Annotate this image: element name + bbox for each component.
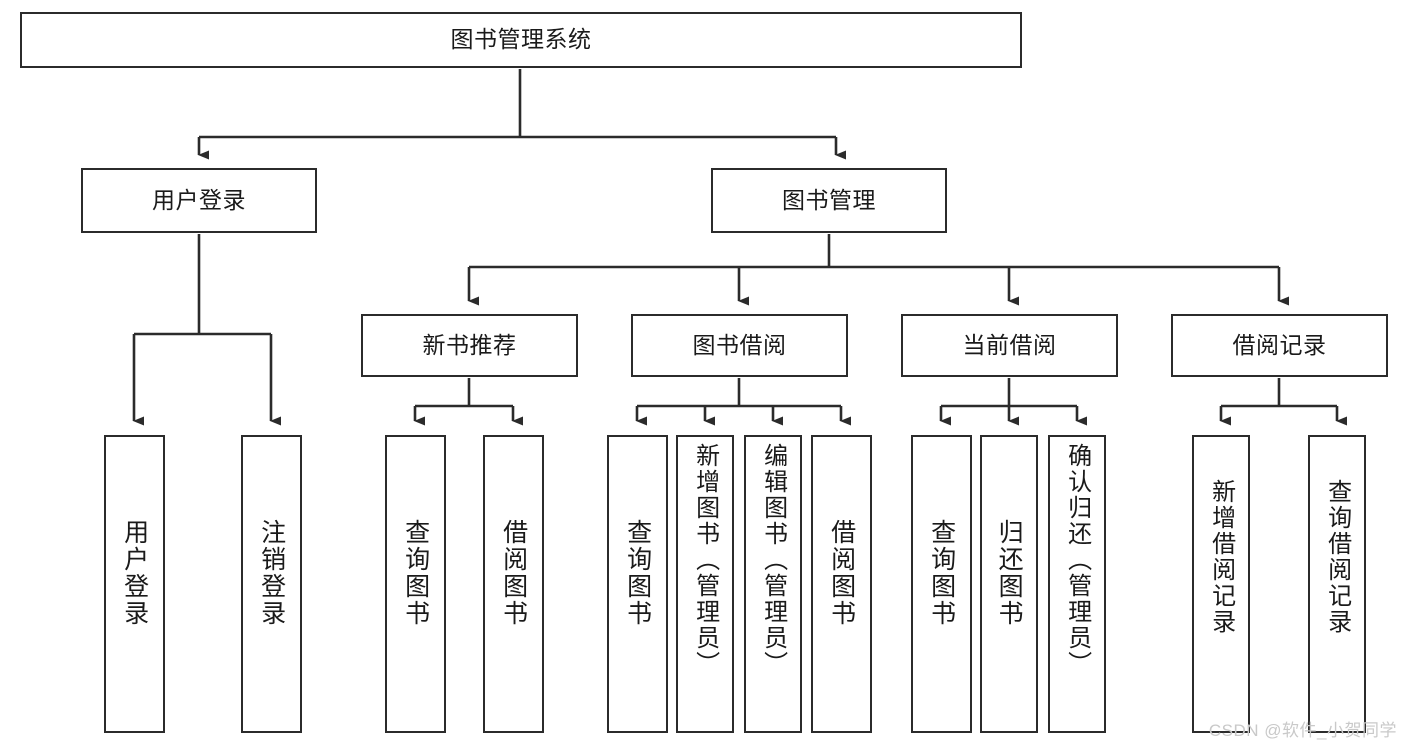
node-leaf-borrow-book-1[interactable]: 借阅图书: [483, 435, 544, 733]
node-leaf-query-book-3[interactable]: 查询图书: [911, 435, 972, 733]
node-label: 图书管理系统: [450, 26, 592, 53]
node-leaf-confirm-return[interactable]: 确认归还（管理员）: [1048, 435, 1106, 733]
node-leaf-add-record[interactable]: 新增借阅记录: [1192, 435, 1250, 733]
node-label: 查询图书: [927, 519, 956, 627]
node-label: 借阅图书: [827, 519, 856, 627]
node-label: 当前借阅: [962, 331, 1057, 358]
node-book-manage[interactable]: 图书管理: [711, 168, 947, 233]
node-label: 新增借阅记录: [1207, 479, 1235, 635]
node-label: 确认归还（管理员）: [1063, 443, 1091, 677]
node-label: 用户登录: [120, 519, 149, 627]
node-leaf-add-book[interactable]: 新增图书（管理员）: [676, 435, 734, 733]
node-leaf-borrow-book-2[interactable]: 借阅图书: [811, 435, 872, 733]
node-label: 图书管理: [782, 186, 876, 213]
node-leaf-query-book-1[interactable]: 查询图书: [385, 435, 446, 733]
watermark-text: CSDN @软件_小贺同学: [1208, 721, 1397, 740]
node-borrow-record[interactable]: 借阅记录: [1171, 314, 1388, 377]
node-label: 查询图书: [623, 519, 652, 627]
node-label: 查询图书: [401, 519, 430, 627]
node-leaf-user-login[interactable]: 用户登录: [104, 435, 165, 733]
node-label: 编辑图书（管理员）: [759, 443, 787, 677]
node-new-book-rec[interactable]: 新书推荐: [361, 314, 578, 377]
node-user-login[interactable]: 用户登录: [81, 168, 317, 233]
node-label: 新增图书（管理员）: [691, 443, 719, 677]
node-label: 新书推荐: [422, 331, 517, 358]
node-current-borrow[interactable]: 当前借阅: [901, 314, 1118, 377]
node-label: 用户登录: [152, 186, 246, 213]
node-leaf-query-book-2[interactable]: 查询图书: [607, 435, 668, 733]
node-leaf-return-book[interactable]: 归还图书: [980, 435, 1038, 733]
node-label: 注销登录: [257, 519, 286, 627]
node-book-borrow[interactable]: 图书借阅: [631, 314, 848, 377]
node-label: 借阅记录: [1232, 331, 1327, 358]
node-label: 借阅图书: [499, 519, 528, 627]
node-label: 归还图书: [995, 519, 1024, 627]
node-label: 图书借阅: [692, 331, 787, 358]
node-root-system[interactable]: 图书管理系统: [20, 12, 1022, 68]
node-leaf-logout-login[interactable]: 注销登录: [241, 435, 302, 733]
node-leaf-query-record[interactable]: 查询借阅记录: [1308, 435, 1366, 733]
node-label: 查询借阅记录: [1323, 479, 1351, 635]
node-leaf-edit-book[interactable]: 编辑图书（管理员）: [744, 435, 802, 733]
